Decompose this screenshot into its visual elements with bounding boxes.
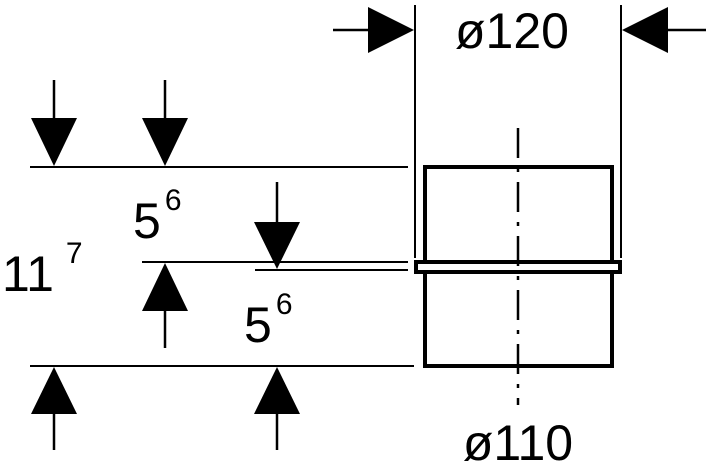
height-extension-lines	[30, 166, 414, 367]
upper-height-top-arrowhead	[142, 118, 188, 166]
total-height-top-arrowhead	[31, 118, 77, 166]
coupling-body	[414, 128, 622, 405]
lower-height-top-arrowhead	[254, 222, 300, 269]
outer-diameter-label: ø120	[455, 3, 569, 59]
total-height-bottom-arrowhead	[31, 367, 77, 414]
inner-diameter-label: ø110	[463, 415, 573, 471]
lower-height-bottom-arrowhead	[254, 367, 300, 414]
arrowhead-left	[622, 7, 668, 53]
arrowhead-right	[368, 7, 414, 53]
outer-diameter-dimension: ø120	[333, 3, 706, 258]
upper-height-bottom-arrowhead	[142, 263, 188, 311]
